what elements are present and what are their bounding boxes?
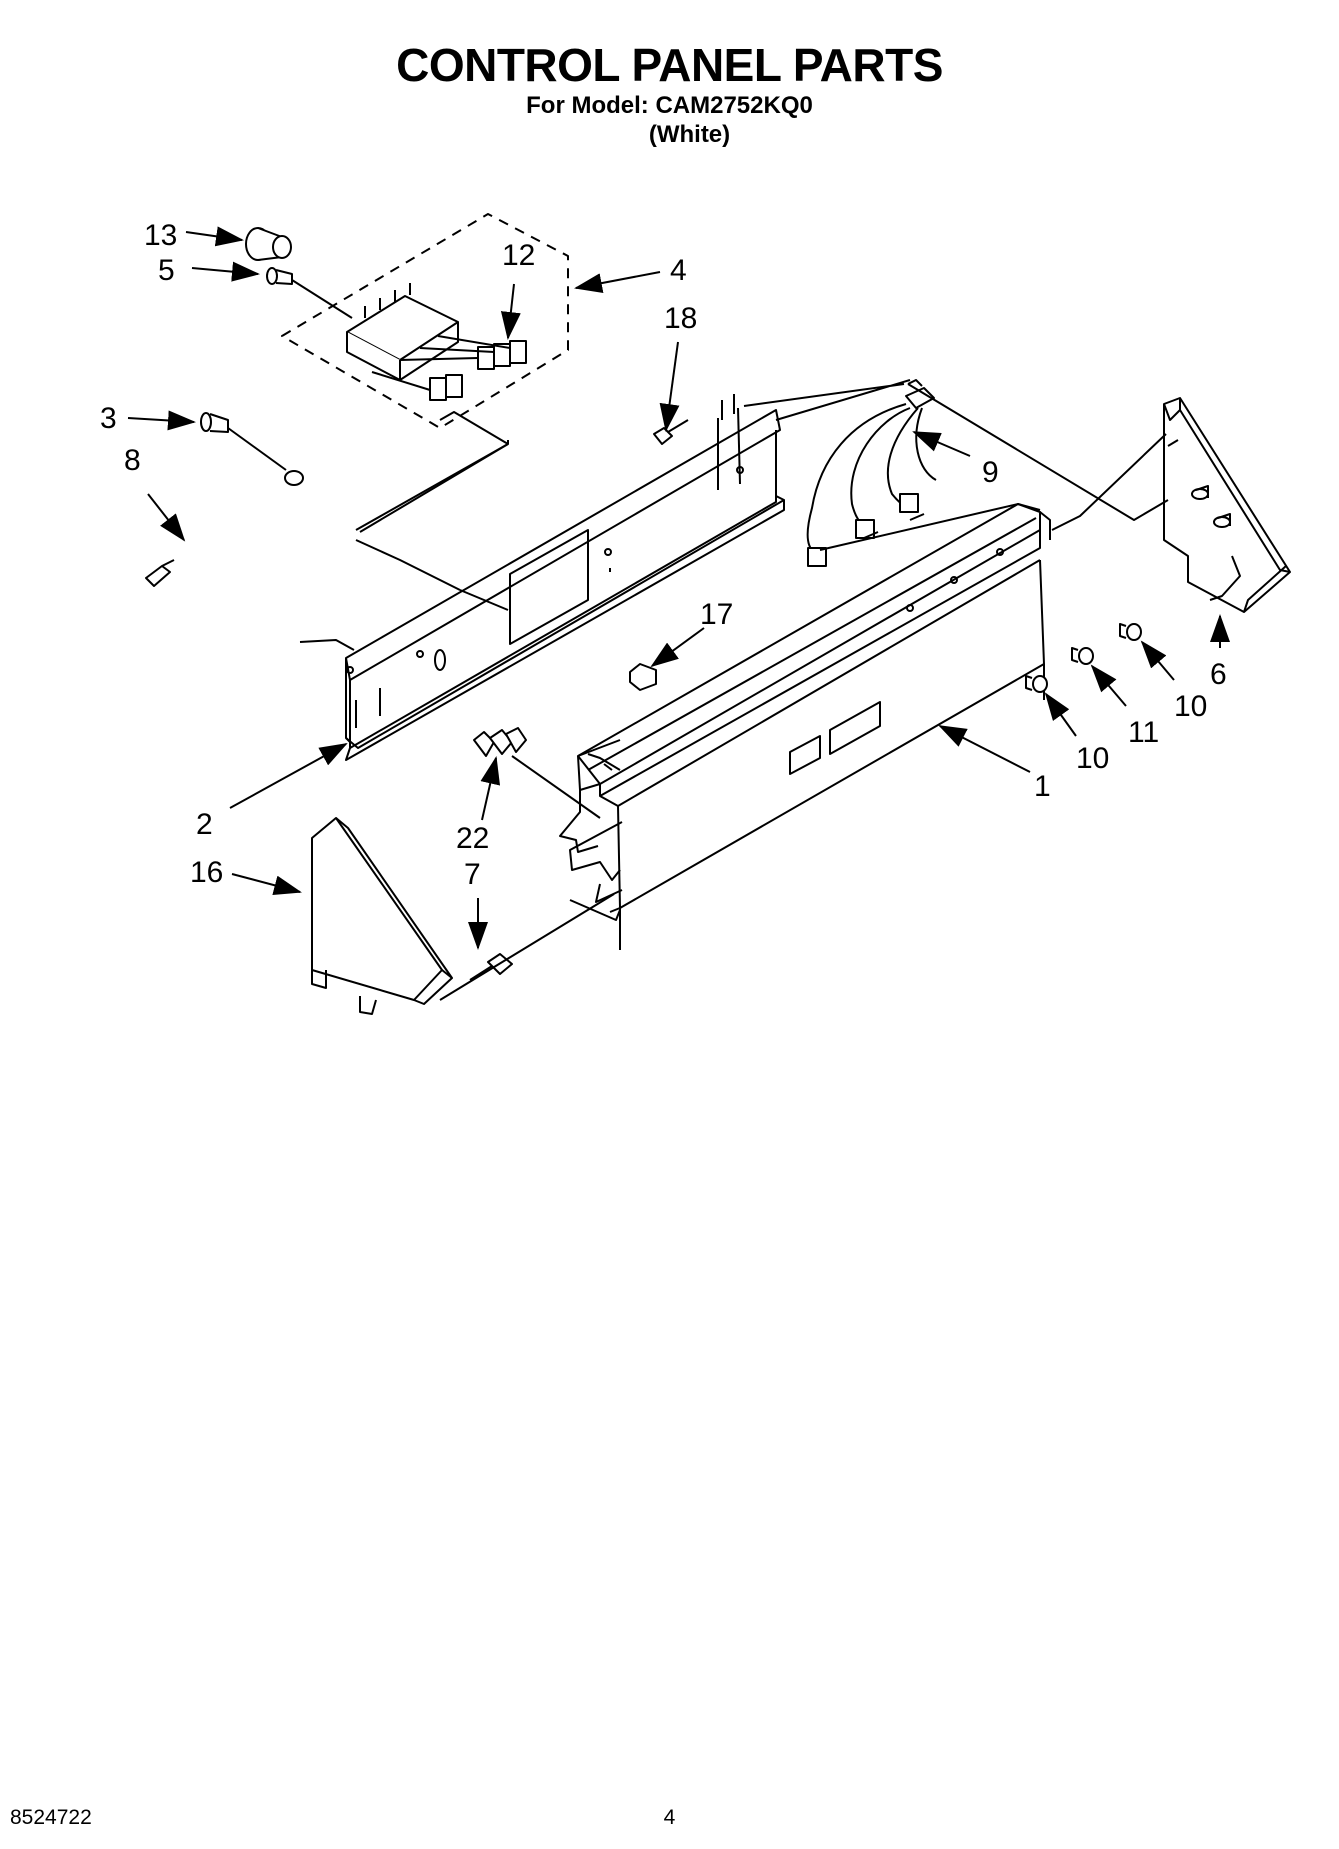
screw-part-11 [1071,647,1094,665]
callout-2: 2 [196,808,213,841]
callout-10-lower: 10 [1076,742,1109,775]
screw-part-7 [439,893,615,1001]
console-panel-part [559,503,1051,950]
switch-block-part [346,283,527,401]
callout-13: 13 [144,219,177,252]
clip-part-8 [145,559,175,587]
clip-part-17 [629,663,657,691]
callout-10-upper: 10 [1174,690,1207,723]
document-number: 8524722 [10,1806,92,1829]
callout-9: 9 [982,456,999,489]
callout-6: 6 [1210,658,1227,691]
callout-11: 11 [1128,716,1159,749]
page-title: CONTROL PANEL PARTS [396,39,943,91]
end-cap-left-part [311,817,453,1015]
screw-part-10-lower [1025,675,1048,693]
knob-cap-part [245,227,292,261]
callout-7: 7 [464,858,481,891]
switch-assembly-outline [281,213,569,429]
model-line: For Model: CAM2752KQ0 [526,92,813,119]
callout-22: 22 [456,822,489,855]
color-line: (White) [648,121,731,148]
callout-3: 3 [100,402,117,435]
callout-1: 1 [1034,770,1051,803]
clip-part-22 [473,727,601,819]
screw-part-3 [200,412,304,486]
screw-part-18 [653,419,689,445]
screw-part-10-upper [1119,623,1142,641]
callout-16: 16 [190,856,223,889]
screw-part-5 [266,267,353,319]
callout-5: 5 [158,254,175,287]
callout-12: 12 [502,239,535,272]
bracket-rail-part [299,379,911,761]
callout-18: 18 [664,302,697,335]
callout-4: 4 [670,254,687,287]
callout-8: 8 [124,444,141,477]
end-cap-right-part [1163,397,1291,613]
callout-17: 17 [700,598,733,631]
page-number: 4 [663,1806,676,1829]
